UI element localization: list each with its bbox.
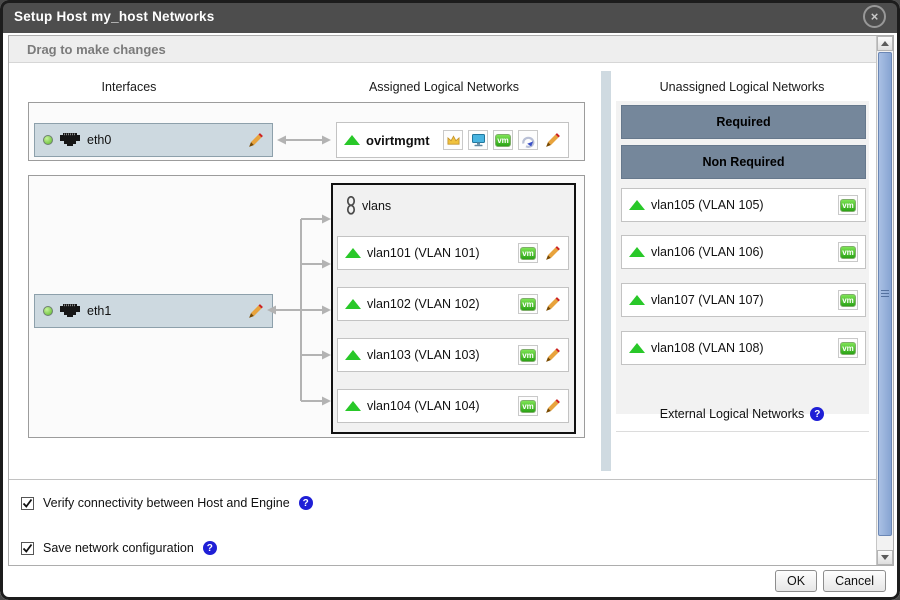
network-label: vlan101 (VLAN 101) <box>367 246 480 260</box>
scrollbar-thumb[interactable] <box>878 52 892 537</box>
save-network-config-option: Save network configuration ? <box>21 538 217 558</box>
vm-network-icon: vm <box>838 290 858 310</box>
vm-network-icon: vm <box>518 345 538 365</box>
dialog-footer: OK Cancel <box>775 570 886 592</box>
network-up-icon <box>345 248 361 258</box>
close-icon: × <box>870 9 879 24</box>
interface-up-led <box>43 135 53 145</box>
network-label: vlan102 (VLAN 102) <box>367 297 480 311</box>
ethernet-port-icon <box>60 133 80 146</box>
options-divider <box>9 479 893 480</box>
external-networks-header: External Logical Networks ? <box>611 407 873 421</box>
vlans-group-header: vlans <box>345 196 391 215</box>
assigned-network-row[interactable]: vlan103 (VLAN 103) vm <box>337 338 569 372</box>
network-label: vlan108 (VLAN 108) <box>651 341 764 355</box>
unassigned-network-row[interactable]: vlan108 (VLAN 108) vm <box>621 331 866 365</box>
scroll-up-button[interactable] <box>877 36 893 51</box>
vlans-group-label: vlans <box>362 198 392 213</box>
external-networks-divider <box>616 431 869 432</box>
scrollbar-track[interactable] <box>877 51 893 550</box>
assigned-network-ovirtmgmt[interactable]: ovirtmgmt vm <box>336 122 569 158</box>
network-up-icon <box>629 247 645 257</box>
help-icon[interactable]: ? <box>202 541 217 555</box>
non-required-networks-header: Non Required <box>621 145 866 179</box>
interface-eth0[interactable]: eth0 <box>34 123 273 157</box>
ethernet-port-icon <box>60 304 80 317</box>
vm-network-icon: vm <box>518 243 538 263</box>
chain-link-icon <box>346 196 356 215</box>
verify-connectivity-checkbox[interactable] <box>21 496 34 510</box>
assigned-network-row[interactable]: vlan104 (VLAN 104) vm <box>337 389 569 423</box>
dialog-body: Drag to make changes Interfaces Assigned… <box>8 35 894 566</box>
network-label: vlan107 (VLAN 107) <box>651 293 764 307</box>
network-up-icon <box>629 343 645 353</box>
panel-separator <box>601 71 611 471</box>
interface-up-led <box>43 306 53 316</box>
chevron-down-icon <box>881 555 889 560</box>
network-up-icon <box>629 200 645 210</box>
interfaces-column-header: Interfaces <box>101 80 157 94</box>
dialog-title: Setup Host my_host Networks <box>14 9 215 24</box>
vertical-scrollbar[interactable] <box>876 36 893 565</box>
edit-pencil-icon[interactable] <box>544 245 561 262</box>
help-icon[interactable]: ? <box>298 496 313 510</box>
display-network-icon <box>468 130 488 150</box>
save-network-config-checkbox[interactable] <box>21 541 34 555</box>
edit-pencil-icon[interactable] <box>544 398 561 415</box>
required-networks-header: Required <box>621 105 866 139</box>
check-icon <box>22 498 33 508</box>
network-up-icon <box>345 299 361 309</box>
assigned-network-row[interactable]: vlan101 (VLAN 101) vm <box>337 236 569 270</box>
help-icon[interactable]: ? <box>810 407 825 421</box>
network-up-icon <box>629 295 645 305</box>
vm-network-icon: vm <box>518 294 538 314</box>
migration-network-icon <box>518 130 538 150</box>
unassigned-column-header: Unassigned Logical Networks <box>659 80 825 94</box>
network-label: vlan105 (VLAN 105) <box>651 198 764 212</box>
cancel-button[interactable]: Cancel <box>823 570 886 592</box>
thumb-grip-icon <box>881 290 889 298</box>
scroll-down-button[interactable] <box>877 550 893 565</box>
dialog-titlebar[interactable]: Setup Host my_host Networks × <box>0 0 900 33</box>
close-button[interactable]: × <box>863 5 886 28</box>
verify-connectivity-option: Verify connectivity between Host and Eng… <box>21 493 313 513</box>
vm-network-icon: vm <box>838 242 858 262</box>
edit-pencil-icon[interactable] <box>247 303 264 320</box>
vm-network-icon: vm <box>838 195 858 215</box>
interface-name: eth0 <box>87 133 112 147</box>
network-up-icon <box>345 350 361 360</box>
vm-network-icon: vm <box>518 396 538 416</box>
vm-network-icon: vm <box>838 338 858 358</box>
interface-eth1[interactable]: eth1 <box>34 294 273 328</box>
network-name: ovirtmgmt <box>366 132 430 148</box>
eth0-connection-arrow <box>277 135 331 145</box>
network-up-icon <box>344 135 360 145</box>
assigned-column-header: Assigned Logical Networks <box>368 80 520 94</box>
assigned-network-row[interactable]: vlan102 (VLAN 102) vm <box>337 287 569 321</box>
edit-pencil-icon[interactable] <box>544 347 561 364</box>
network-label: vlan106 (VLAN 106) <box>651 245 764 259</box>
vm-network-icon: vm <box>493 130 513 150</box>
option-label: Save network configuration <box>43 541 194 555</box>
network-label: vlan103 (VLAN 103) <box>367 348 480 362</box>
chevron-up-icon <box>881 41 889 46</box>
unassigned-network-row[interactable]: vlan106 (VLAN 106) vm <box>621 235 866 269</box>
edit-pencil-icon[interactable] <box>544 296 561 313</box>
interface-name: eth1 <box>87 304 112 318</box>
drag-hint-bar: Drag to make changes <box>9 36 876 63</box>
management-network-icon <box>443 130 463 150</box>
unassigned-network-row[interactable]: vlan107 (VLAN 107) vm <box>621 283 866 317</box>
network-up-icon <box>345 401 361 411</box>
network-label: vlan104 (VLAN 104) <box>367 399 480 413</box>
option-label: Verify connectivity between Host and Eng… <box>43 496 290 510</box>
edit-pencil-icon[interactable] <box>247 132 264 149</box>
eth1-branch-arrows <box>267 214 331 406</box>
ok-button[interactable]: OK <box>775 570 818 592</box>
unassigned-network-row[interactable]: vlan105 (VLAN 105) vm <box>621 188 866 222</box>
check-icon <box>22 543 33 553</box>
edit-pencil-icon[interactable] <box>544 132 561 149</box>
